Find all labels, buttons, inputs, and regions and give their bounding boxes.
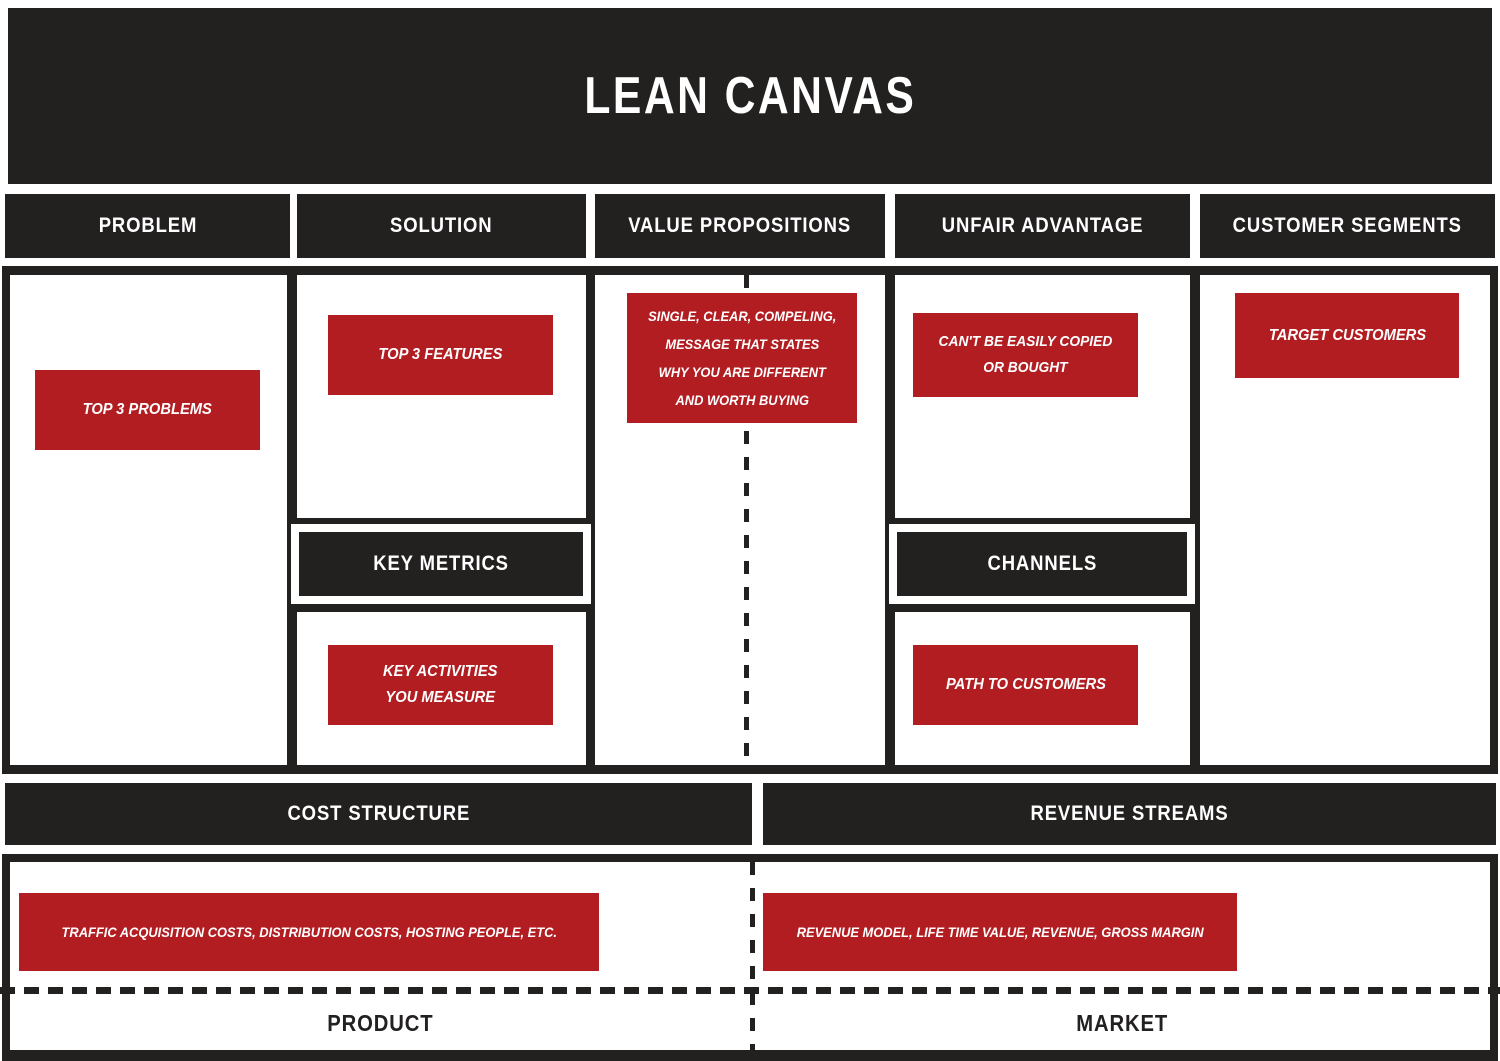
note-top-3-features-text: TOP 3 FEATURES [378,346,503,363]
note-top-3-problems-text: TOP 3 PROBLEMS [82,401,213,418]
note-key-activities-text: KEY ACTIVITIES YOU MEASURE [383,663,498,706]
note-cost-structure-text: TRAFFIC ACQUISITION COSTS, DISTRIBUTION … [61,924,557,940]
product-label: PRODUCT [326,1009,434,1036]
column-header-problem: PROBLEM [5,194,290,258]
key-metrics-header: KEY METRICS [299,532,583,596]
note-cost-structure: TRAFFIC ACQUISITION COSTS, DISTRIBUTION … [19,893,599,971]
cost-structure-header: COST STRUCTURE [5,783,752,845]
column-header-solution-label: SOLUTION [390,214,493,237]
market-label-area: MARKET [755,1000,1490,1046]
column-header-customer-segments-label: CUSTOMER SEGMENTS [1232,214,1463,237]
product-label-area: PRODUCT [10,1000,750,1046]
revenue-streams-header: REVENUE STREAMS [763,783,1496,845]
column-header-solution: SOLUTION [297,194,586,258]
revenue-streams-header-label: REVENUE STREAMS [1030,802,1229,825]
note-revenue-streams-text: REVENUE MODEL, LIFE TIME VALUE, REVENUE,… [796,924,1204,940]
panel-solution [297,275,586,518]
column-header-value-propositions: VALUE PROPOSITIONS [595,194,885,258]
key-metrics-header-label: KEY METRICS [373,552,509,575]
cost-structure-header-label: COST STRUCTURE [287,802,470,825]
note-target-customers: TARGET CUSTOMERS [1235,293,1459,378]
product-market-horizontal-divider [0,987,1500,994]
column-header-customer-segments: CUSTOMER SEGMENTS [1200,194,1495,258]
panel-problem [10,275,287,765]
note-path-to-customers-text: PATH TO CUSTOMERS [945,676,1106,693]
canvas-title: LEAN CANVAS [584,67,916,125]
note-cant-be-copied: CAN'T BE EASILY COPIED OR BOUGHT [913,313,1138,397]
column-header-value-propositions-label: VALUE PROPOSITIONS [628,214,852,237]
note-path-to-customers: PATH TO CUSTOMERS [913,645,1138,725]
note-cant-be-copied-text: CAN'T BE EASILY COPIED OR BOUGHT [938,333,1113,376]
channels-header-box: CHANNELS [889,524,1195,604]
column-header-problem-label: PROBLEM [98,214,197,237]
note-top-3-features: TOP 3 FEATURES [328,315,553,395]
product-market-vertical-divider [750,862,755,1050]
column-header-unfair-advantage-label: UNFAIR ADVANTAGE [941,214,1144,237]
title-banner: LEAN CANVAS [8,8,1492,184]
value-propositions-dashed-divider [744,275,749,765]
note-value-proposition-message: SINGLE, CLEAR, COMPELING, MESSAGE THAT S… [627,293,857,423]
note-value-proposition-message-text: SINGLE, CLEAR, COMPELING, MESSAGE THAT S… [647,308,837,408]
column-header-unfair-advantage: UNFAIR ADVANTAGE [895,194,1190,258]
note-revenue-streams: REVENUE MODEL, LIFE TIME VALUE, REVENUE,… [763,893,1237,971]
note-target-customers-text: TARGET CUSTOMERS [1268,326,1426,344]
channels-header-label: CHANNELS [987,552,1097,575]
note-top-3-problems: TOP 3 PROBLEMS [35,370,260,450]
market-label: MARKET [1076,1009,1169,1036]
note-key-activities: KEY ACTIVITIES YOU MEASURE [328,645,553,725]
key-metrics-header-box: KEY METRICS [291,524,591,604]
channels-header: CHANNELS [897,532,1187,596]
